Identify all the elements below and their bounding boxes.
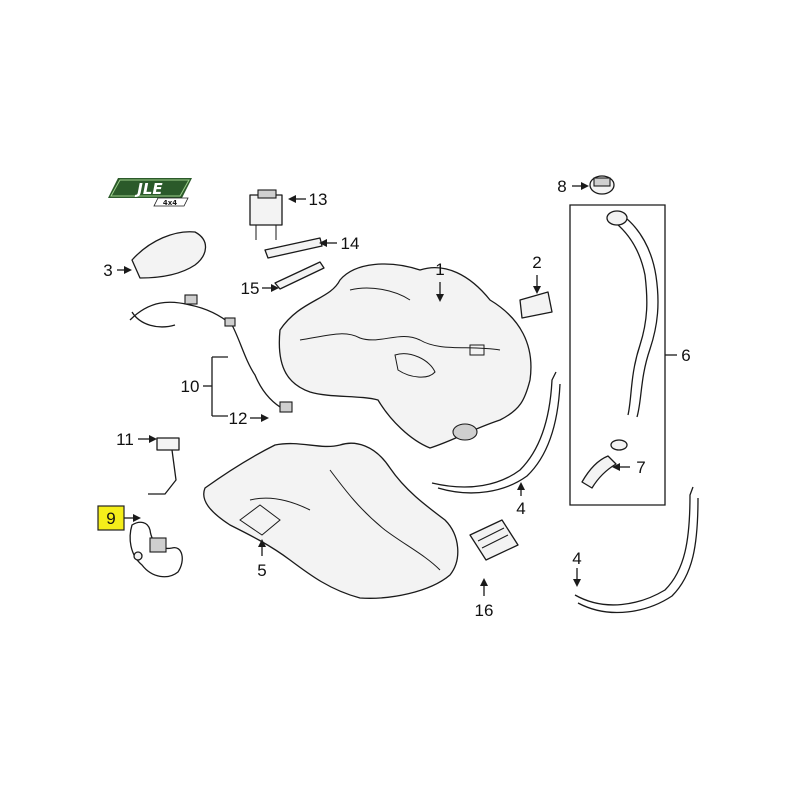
assembly-bracket-frame xyxy=(569,204,666,506)
leader-lines xyxy=(117,182,677,596)
callout-13: 13 xyxy=(309,190,328,209)
pump-seal-part xyxy=(264,237,323,259)
jle-logo: JLE 4x4 xyxy=(108,178,192,207)
callout-3: 3 xyxy=(103,261,112,280)
callout-11: 11 xyxy=(116,430,134,449)
filler-neck-part xyxy=(606,210,659,418)
fuel-sender-assembly-part xyxy=(129,521,183,578)
callout-6: 6 xyxy=(681,346,690,365)
wiring-harness-part xyxy=(129,294,293,413)
callout-12: 12 xyxy=(229,409,248,428)
callout-14: 14 xyxy=(341,234,360,253)
filler-hose-part xyxy=(581,439,628,489)
logo-text: JLE xyxy=(134,180,163,198)
logo-subtext: 4x4 xyxy=(163,199,177,207)
callout-9: 9 xyxy=(106,509,115,528)
callout-2: 2 xyxy=(532,253,541,272)
callout-10: 10 xyxy=(181,377,200,396)
control-module-part xyxy=(469,519,519,561)
tank-strap-part xyxy=(431,371,557,488)
fuel-cap-part xyxy=(589,175,615,195)
callout-8: 8 xyxy=(557,177,566,196)
fuel-pump-module-part xyxy=(249,189,283,240)
callout-4b: 4 xyxy=(572,549,581,568)
callout-1: 1 xyxy=(435,260,444,279)
heat-shield-part xyxy=(519,291,553,319)
retainer-part xyxy=(274,261,325,290)
bracket-part xyxy=(131,231,207,279)
callout-7: 7 xyxy=(636,458,645,477)
tank-shield-part xyxy=(203,442,459,599)
tank-strap-part-rear xyxy=(574,486,694,606)
sender-part xyxy=(148,437,180,495)
callout-15: 15 xyxy=(241,279,260,298)
highlight-box-9 xyxy=(97,505,125,531)
callout-16: 16 xyxy=(475,601,494,620)
callout-4a: 4 xyxy=(516,499,525,518)
fuel-tank-part xyxy=(278,263,532,449)
callout-5: 5 xyxy=(257,561,266,580)
